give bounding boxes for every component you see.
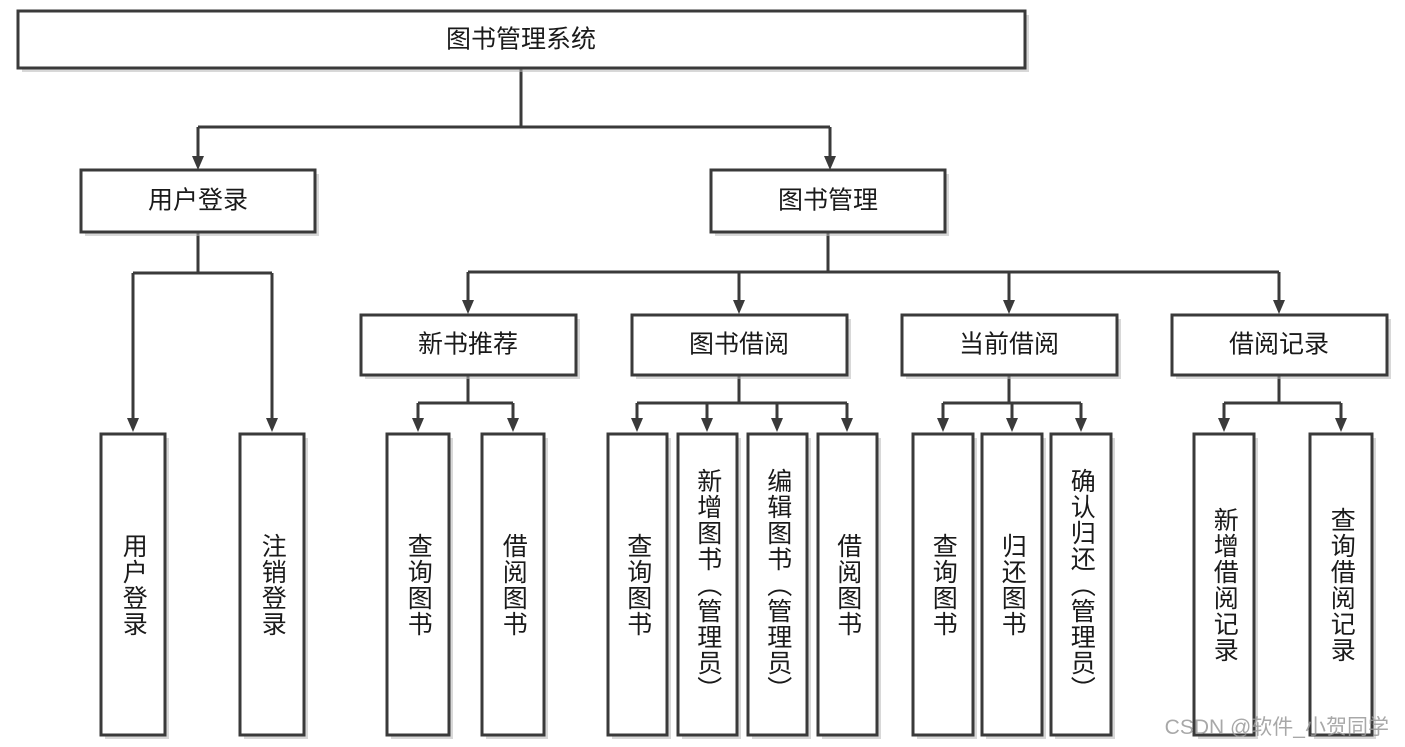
node-book-borrow[interactable]: 图书借阅	[630, 313, 851, 379]
l-return-book-rect	[980, 432, 1044, 737]
book-borrow-rect	[630, 313, 849, 377]
link-bookborrow-bus	[635, 375, 849, 420]
l-query-book-3-rect	[911, 432, 975, 737]
node-l-add-record[interactable]	[1192, 432, 1258, 739]
l-query-book-2-rect	[606, 432, 669, 737]
arrowhead-l-query-book-1	[412, 418, 424, 432]
arrowhead-book-manage	[824, 156, 836, 170]
node-l-edit-book[interactable]	[746, 432, 811, 739]
leaf-user-logout-rect	[238, 432, 306, 737]
arrowhead-l-add-record	[1218, 418, 1230, 432]
node-root[interactable]: 图书管理系统	[16, 9, 1029, 72]
current-borrow-label: 当前借阅	[959, 331, 1059, 359]
node-l-add-book[interactable]	[676, 432, 741, 739]
link-borrowrecord-bus	[1222, 375, 1343, 420]
arrowhead-l-query-book-3	[937, 418, 949, 432]
node-current-borrow[interactable]: 当前借阅	[900, 313, 1121, 379]
root-rect	[16, 9, 1027, 70]
arrowhead-book-borrow	[733, 300, 745, 314]
l-add-record-rect	[1192, 432, 1256, 737]
node-new-book-rec[interactable]: 新书推荐	[359, 313, 580, 379]
node-l-query-book-2[interactable]	[606, 432, 671, 739]
l-borrow-book-2-rect	[816, 432, 879, 737]
l-add-book-rect	[676, 432, 739, 737]
arrowhead-leaf-user-login	[127, 418, 139, 432]
book-borrow-label: 图书借阅	[689, 331, 789, 359]
user-login-rect	[79, 168, 317, 234]
node-leaf-user-logout[interactable]	[238, 432, 308, 739]
new-book-rec-rect	[359, 313, 578, 377]
l-edit-book-rect	[746, 432, 809, 737]
arrowhead-current-borrow	[1003, 300, 1015, 314]
arrowhead-l-return-book	[1006, 418, 1018, 432]
arrowhead-l-query-book-2	[631, 418, 643, 432]
l-query-record-rect	[1308, 432, 1374, 737]
arrowhead-l-edit-book	[771, 418, 783, 432]
arrowhead-l-add-book	[701, 418, 713, 432]
node-l-query-book-3[interactable]	[911, 432, 977, 739]
link-bookmanage-bus	[466, 232, 1281, 302]
node-book-manage[interactable]: 图书管理	[709, 168, 949, 236]
node-borrow-record[interactable]: 借阅记录	[1170, 313, 1391, 379]
root-label: 图书管理系统	[446, 26, 596, 54]
node-l-confirm-return[interactable]	[1049, 432, 1115, 739]
csdn-watermark: CSDN @软件_小贺同学	[1164, 716, 1389, 739]
arrowhead-user-login	[192, 156, 204, 170]
current-borrow-rect	[900, 313, 1119, 377]
node-leaf-user-login[interactable]	[99, 432, 169, 739]
book-manage-label: 图书管理	[778, 187, 878, 215]
arrowhead-new-book-rec	[462, 300, 474, 314]
link-newbook-bus	[416, 375, 515, 420]
arrowhead-l-borrow-book-1	[507, 418, 519, 432]
node-user-login[interactable]: 用户登录	[79, 168, 319, 236]
link-userlogin-bus	[131, 232, 274, 420]
connector-layer	[127, 68, 1347, 432]
arrowhead-leaf-user-logout	[266, 418, 278, 432]
l-borrow-book-1-rect	[480, 432, 546, 737]
link-currentborrow-bus	[941, 375, 1083, 420]
new-book-rec-label: 新书推荐	[418, 331, 518, 359]
book-manage-rect	[709, 168, 947, 234]
arrowhead-borrow-record	[1273, 300, 1285, 314]
arrowhead-l-confirm-return	[1075, 418, 1087, 432]
node-l-borrow-book-2[interactable]	[816, 432, 881, 739]
link-root-bus	[196, 68, 832, 158]
l-confirm-return-rect	[1049, 432, 1113, 737]
node-l-query-record[interactable]	[1308, 432, 1376, 739]
node-l-query-book-1[interactable]	[385, 432, 453, 739]
arrowhead-l-borrow-book-2	[841, 418, 853, 432]
borrow-record-label: 借阅记录	[1229, 331, 1329, 359]
leaf-user-login-rect	[99, 432, 167, 737]
l-query-book-1-rect	[385, 432, 451, 737]
borrow-record-rect	[1170, 313, 1389, 377]
node-l-return-book[interactable]	[980, 432, 1046, 739]
user-login-label: 用户登录	[148, 187, 248, 215]
arrowhead-l-query-record	[1335, 418, 1347, 432]
node-l-borrow-book-1[interactable]	[480, 432, 548, 739]
node-layer: 图书管理系统 用户登录 图书管理 新书推荐	[16, 9, 1391, 739]
